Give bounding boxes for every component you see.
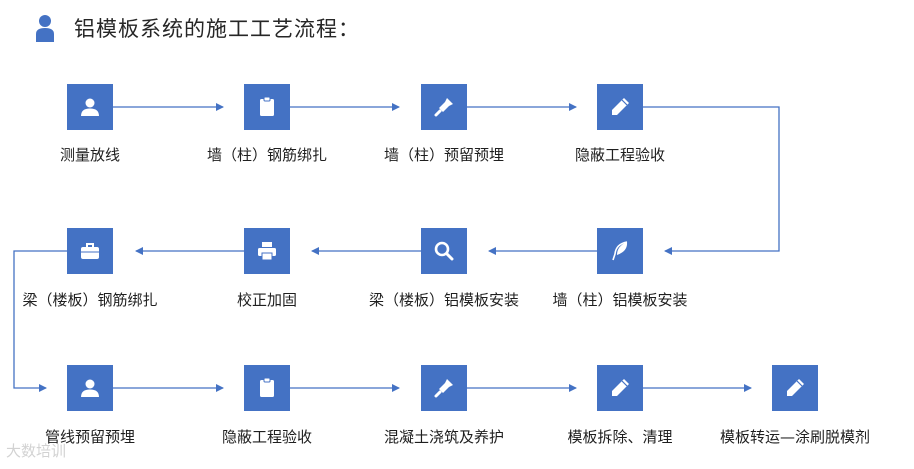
user-icon <box>81 98 99 116</box>
step-label-1: 测量放线 <box>59 146 121 164</box>
step-label-12: 模板拆除、清理 <box>567 428 673 446</box>
step-label-8: 梁（楼板）钢筋绑扎 <box>22 291 158 309</box>
person-icon <box>36 15 54 42</box>
step-label-7: 校正加固 <box>236 291 298 309</box>
feather-icon <box>612 241 628 261</box>
step-node-4 <box>597 84 643 130</box>
watermark: 大数培训 <box>6 440 66 461</box>
diagram-title: 铝模板系统的施工工艺流程： <box>36 12 360 44</box>
flashlight-icon <box>434 98 453 117</box>
pencil-icon <box>787 379 804 396</box>
step-node-8 <box>67 228 113 274</box>
flashlight-icon <box>434 379 453 398</box>
step-node-2 <box>244 84 290 130</box>
step-node-6 <box>421 228 467 274</box>
step-label-13: 模板转运—涂刷脱模剂 <box>719 428 871 446</box>
connector-8-9 <box>13 250 68 392</box>
pencil-icon <box>612 98 629 115</box>
step-node-9 <box>67 365 113 411</box>
step-node-10 <box>244 365 290 411</box>
step-label-9: 管线预留预埋 <box>44 428 136 446</box>
step-node-13 <box>772 365 818 411</box>
title-text: 铝模板系统的施工工艺流程： <box>74 17 360 41</box>
clipboard-icon <box>260 96 274 116</box>
connector-4-5 <box>643 106 780 255</box>
printer-icon <box>258 242 276 261</box>
step-node-3 <box>421 84 467 130</box>
step-label-2: 墙（柱）钢筋绑扎 <box>206 146 328 164</box>
step-node-1 <box>67 84 113 130</box>
step-node-7 <box>244 228 290 274</box>
step-label-6: 梁（楼板）铝模板安装 <box>368 291 520 309</box>
search-icon <box>434 241 454 261</box>
step-node-12 <box>597 365 643 411</box>
pencil-icon <box>612 379 629 396</box>
step-node-11 <box>421 365 467 411</box>
step-label-5: 墙（柱）铝模板安装 <box>552 291 688 309</box>
step-node-5 <box>597 228 643 274</box>
step-label-3: 墙（柱）预留预埋 <box>383 146 505 164</box>
briefcase-icon <box>81 243 99 259</box>
user-icon <box>81 379 99 397</box>
step-label-10: 隐蔽工程验收 <box>221 428 313 446</box>
step-label-4: 隐蔽工程验收 <box>574 146 666 164</box>
clipboard-icon <box>260 377 274 397</box>
step-label-11: 混凝土浇筑及养护 <box>383 428 505 446</box>
watermark-text: 大数培训 <box>6 442 67 460</box>
